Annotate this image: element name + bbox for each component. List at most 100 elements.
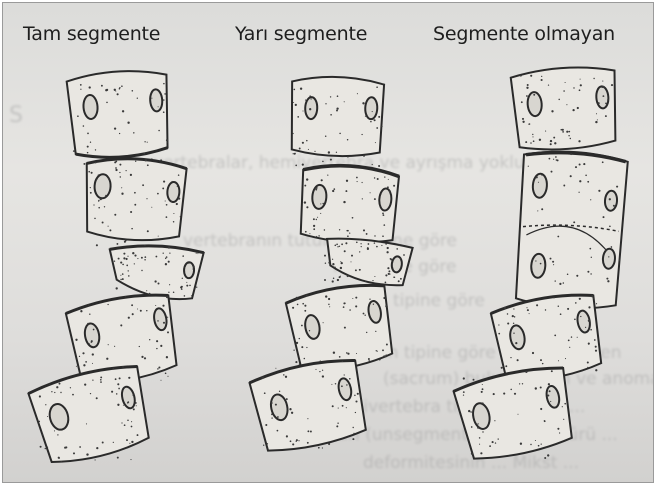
stipple-dot [591,257,592,258]
stipple-dot [517,359,519,361]
stipple-dot [369,299,370,300]
stipple-dot [357,181,358,182]
stipple-dot [322,370,323,371]
stipple-dot [512,315,514,317]
stipple-dot [540,386,542,388]
stipple-dot [344,303,345,304]
stipple-dot [510,389,512,391]
stipple-dot [166,256,168,258]
stipple-dot [151,98,152,99]
stipple-dot [302,303,304,305]
stipple-dot [538,182,539,183]
stipple-dot [372,111,373,112]
stipple-dot [313,218,315,220]
stipple-dot [555,156,557,158]
stipple-dot [522,121,524,123]
stipple-dot [123,253,125,255]
stipple-dot [550,143,552,145]
stipple-dot [163,99,165,101]
stipple-dot [108,344,109,345]
stipple-dot [80,84,82,86]
stipple-dot [327,174,328,175]
column-non-segmented [452,64,628,464]
stipple-dot [573,87,574,88]
stipple-dot [376,246,378,248]
stipple-dot [607,99,609,101]
vertebra-4 [27,361,156,470]
stipple-dot [315,189,317,191]
stipple-dot [158,106,159,107]
stipple-dot [588,320,590,322]
stipple-dot [315,369,316,370]
stipple-dot [73,452,75,454]
stipple-dot [357,393,359,395]
stipple-dot [544,457,546,459]
stipple-dot [318,235,320,237]
stipple-dot [151,207,152,208]
vertebra-2 [298,163,399,246]
stipple-dot [295,104,297,106]
stipple-dot [334,266,336,268]
stipple-dot [356,241,358,243]
stipple-dot [100,379,102,381]
stipple-dot [576,275,578,277]
stipple-dot [328,304,329,305]
stipple-dot [297,116,299,118]
stipple-dot [173,291,175,293]
stipple-dot [388,242,390,244]
stipple-dot [587,271,589,273]
stipple-dot [108,178,110,180]
stipple-dot [120,279,121,280]
stipple-dot [527,84,529,86]
stipple-dot [171,200,173,202]
stipple-dot [532,352,534,354]
stipple-dot [498,324,499,325]
stipple-dot [147,164,149,166]
stipple-dot [377,178,379,180]
stipple-dot [292,307,294,309]
stipple-dot [585,175,587,177]
stipple-dot [163,83,165,85]
stipple-dot [382,213,384,215]
stipple-dot [605,115,607,117]
stipple-dot [51,391,52,392]
stipple-dot [98,174,99,175]
stipple-dot [304,358,306,360]
stipple-dot [362,182,363,183]
stipple-dot [117,383,119,385]
stipple-dot [91,172,93,174]
stipple-dot [86,423,87,424]
stipple-dot [116,393,118,395]
stipple-dot [378,165,380,167]
stipple-dot [549,390,551,392]
stipple-dot [39,421,41,423]
stipple-dot [349,378,351,380]
stipple-dot [481,391,483,393]
stipple-dot [128,275,130,277]
vertebra-4 [248,355,370,457]
stipple-dot [135,402,137,404]
stipple-dot [554,142,556,144]
stipple-dot [463,377,465,379]
stipple-dot [332,263,334,265]
stipple-dot [370,192,371,193]
stipple-dot [306,178,308,180]
stipple-dot [130,174,132,176]
stipple-dot [117,93,119,95]
stipple-dot [556,159,558,161]
stipple-dot [346,230,348,232]
stipple-dot [168,261,170,263]
stipple-dot [341,243,343,245]
stipple-dot [559,432,560,433]
stipple-dot [178,197,180,199]
stipple-dot [100,381,102,383]
stipple-dot [271,417,272,418]
stipple-dot [355,305,357,307]
stipple-dot [130,211,132,213]
stipple-dot [101,85,103,87]
stipple-dot [477,427,479,429]
stipple-dot [299,338,300,339]
stipple-dot [542,363,543,364]
stipple-dot [374,235,375,236]
vertebra-1 [66,68,172,160]
